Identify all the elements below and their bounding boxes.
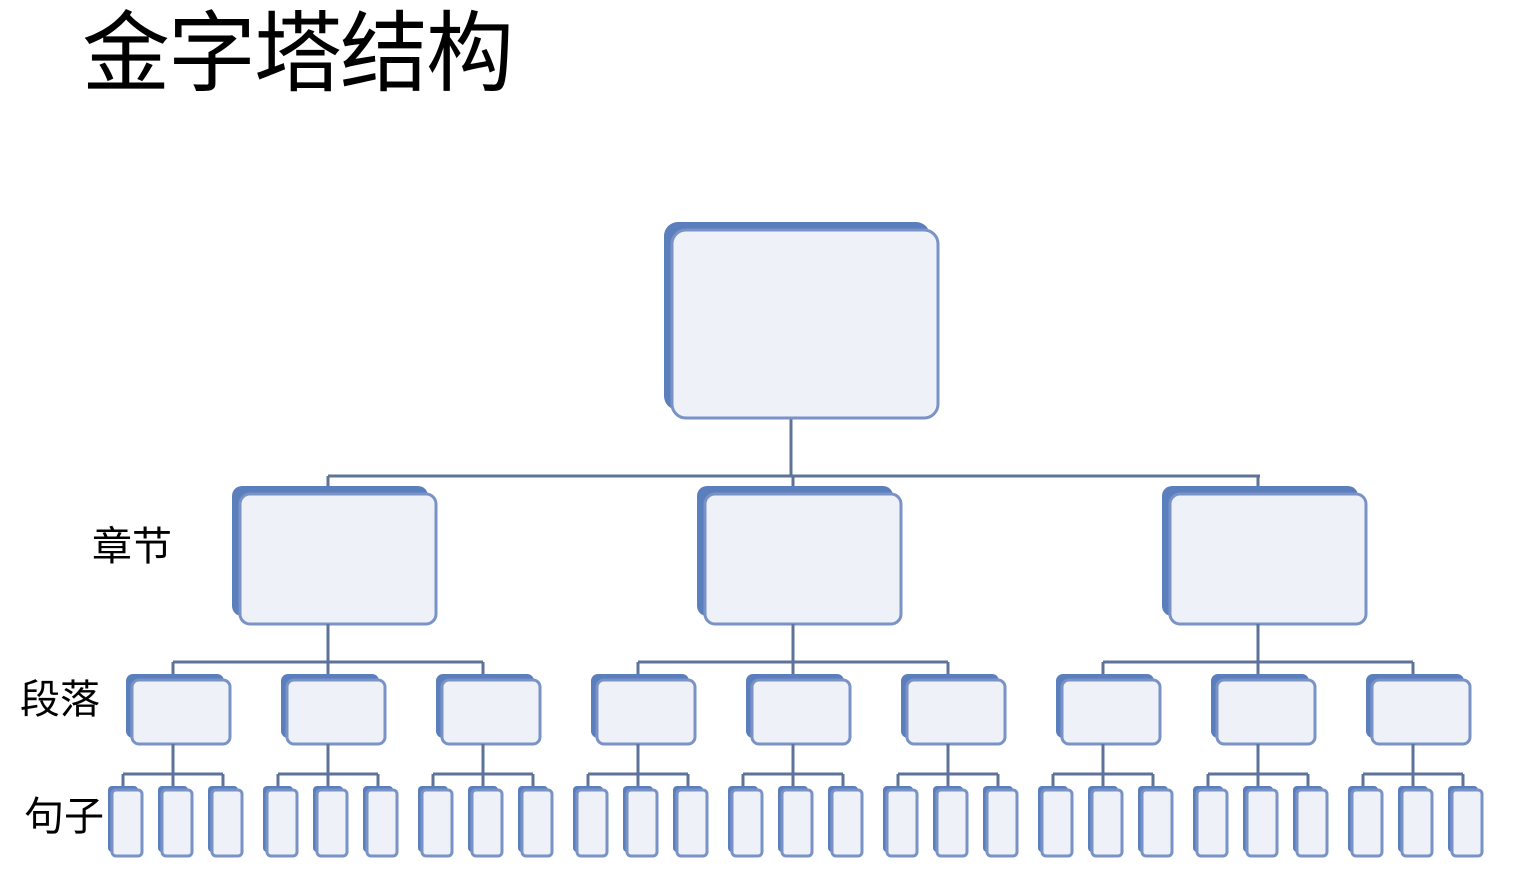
- sentence-box: [830, 788, 864, 858]
- paragraph-box: [285, 678, 387, 746]
- sentence-box: [1040, 788, 1074, 858]
- sentence-box: [675, 788, 709, 858]
- sentence-box: [520, 788, 554, 858]
- sentence-box: [315, 788, 349, 858]
- level-label-sentence: 句子: [24, 794, 104, 840]
- sentence-box: [110, 788, 144, 858]
- sentence-box: [420, 788, 454, 858]
- sentence-box: [210, 788, 244, 858]
- sentence-box: [780, 788, 814, 858]
- paragraph-box: [1215, 678, 1317, 746]
- paragraph-box: [130, 678, 232, 746]
- sentence-box: [885, 788, 919, 858]
- sentence-box: [1295, 788, 1329, 858]
- paragraph-box: [440, 678, 542, 746]
- sentence-box: [625, 788, 659, 858]
- sentence-box: [1450, 788, 1484, 858]
- sentence-box: [985, 788, 1019, 858]
- sentence-box: [1195, 788, 1229, 858]
- paragraph-box: [905, 678, 1007, 746]
- sentence-box: [1140, 788, 1174, 858]
- sentence-box: [470, 788, 504, 858]
- paragraph-box: [595, 678, 697, 746]
- page-title: 金字塔结构: [82, 2, 514, 105]
- paragraph-box: [1060, 678, 1162, 746]
- chapter-box: [703, 492, 903, 626]
- paragraph-box: [1370, 678, 1472, 746]
- sentence-box: [265, 788, 299, 858]
- sentence-box: [575, 788, 609, 858]
- root-box: [670, 228, 940, 420]
- sentence-box: [1400, 788, 1434, 858]
- chapter-box: [1168, 492, 1368, 626]
- sentence-box: [160, 788, 194, 858]
- sentence-box: [1245, 788, 1279, 858]
- sentence-box: [365, 788, 399, 858]
- sentence-box: [1350, 788, 1384, 858]
- chapter-box: [238, 492, 438, 626]
- sentence-box: [935, 788, 969, 858]
- sentence-box: [730, 788, 764, 858]
- paragraph-box: [750, 678, 852, 746]
- level-label-chapter: 章节: [92, 524, 172, 570]
- level-label-paragraph: 段落: [20, 677, 100, 723]
- sentence-box: [1090, 788, 1124, 858]
